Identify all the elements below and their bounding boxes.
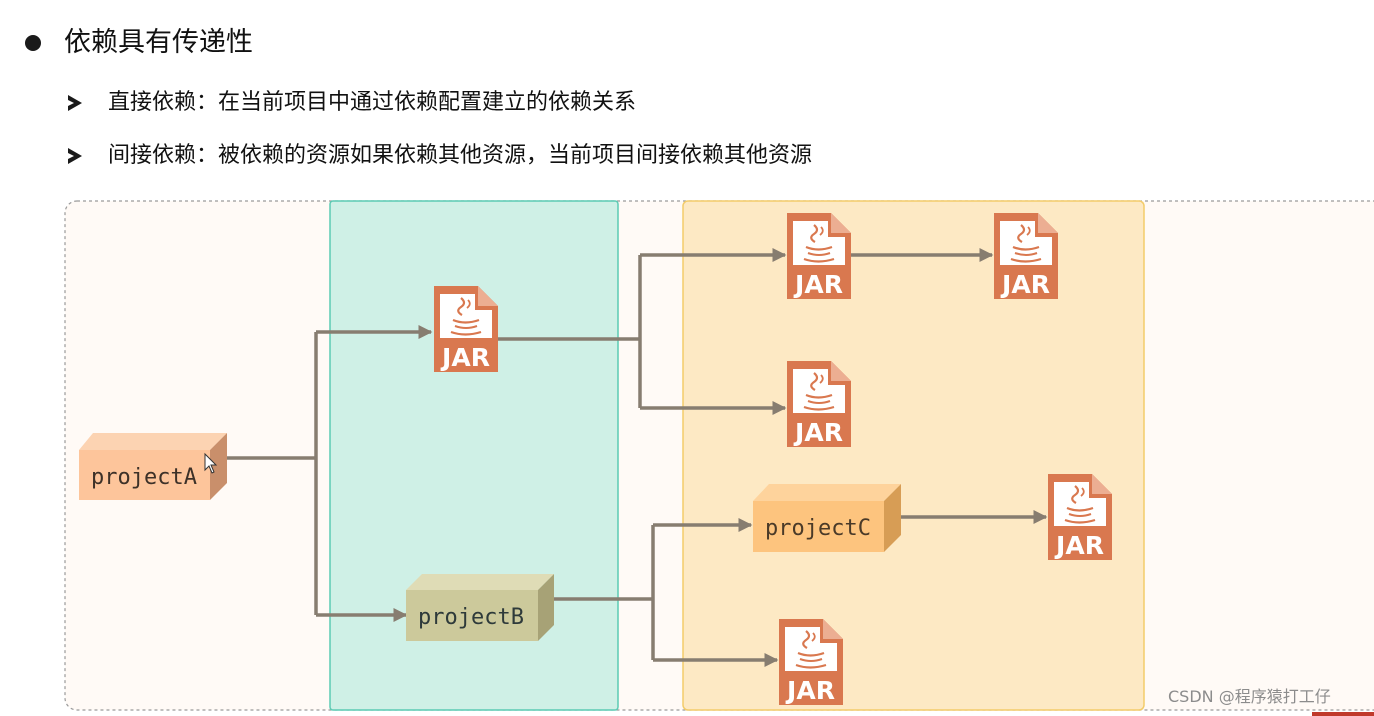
project-a-label: projectA	[91, 465, 197, 490]
jar-label: JAR	[1000, 270, 1050, 299]
project-a-box: projectA	[79, 433, 227, 500]
jar-file-icon: JAR	[1046, 472, 1114, 562]
project-c-box: projectC	[753, 484, 901, 552]
bullet-arrow-icon	[68, 148, 82, 164]
jar-label: JAR	[1054, 531, 1104, 560]
mouse-cursor-icon	[204, 452, 218, 474]
jar-label: JAR	[440, 343, 490, 372]
bullet-dot	[25, 35, 41, 51]
page-title: 依赖具有传递性	[64, 27, 253, 58]
direct-dependency-text: 直接依赖：在当前项目中通过依赖配置建立的依赖关系	[108, 90, 637, 115]
corner-mark	[1312, 712, 1374, 716]
jar-file-icon: JAR	[785, 211, 853, 301]
jar-file-icon: JAR	[777, 617, 845, 707]
project-c-label: projectC	[765, 516, 871, 541]
connector-lines	[224, 248, 1048, 667]
indirect-dependency-text: 间接依赖：被依赖的资源如果依赖其他资源，当前项目间接依赖其他资源	[108, 143, 813, 168]
watermark: CSDN @程序猿打工仔	[1168, 687, 1331, 706]
jar-label: JAR	[785, 676, 835, 705]
jar-label: JAR	[793, 418, 843, 447]
project-b-box: projectB	[406, 574, 554, 641]
jar-file-icon: JAR	[785, 359, 853, 449]
jar-file-icon: JAR	[992, 211, 1060, 301]
jar-label: JAR	[793, 270, 843, 299]
bullet-arrow-icon	[68, 95, 82, 111]
jar-file-icon: JAR	[432, 284, 500, 374]
indirect-dependency-zone	[682, 200, 1145, 711]
project-b-label: projectB	[418, 605, 524, 630]
